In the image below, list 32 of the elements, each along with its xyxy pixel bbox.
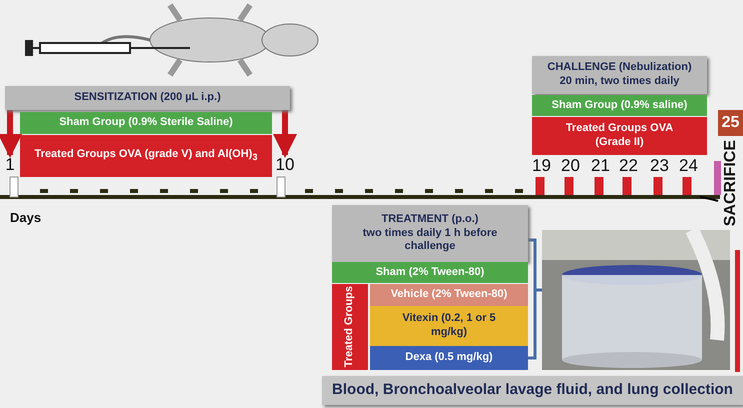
photo	[542, 230, 730, 370]
axis-title: Days	[10, 210, 42, 225]
group-box: Sham (2% Tween-80)	[332, 262, 528, 283]
arrow	[273, 110, 297, 158]
group-box: Vehicle (2% Tween-80)	[370, 284, 528, 306]
stage-detail: 20 min, two times daily	[560, 75, 680, 89]
day-number: 19	[532, 156, 551, 176]
collection-box: Blood, Bronchoalveolar lavage fluid, and lung collection	[322, 376, 743, 405]
stage-header-box	[532, 56, 707, 94]
group-box: Vitexin (0.2, 1 or 5 mg/kg)	[370, 306, 528, 346]
day-number: 20	[561, 156, 580, 176]
day-number: 22	[619, 156, 638, 176]
group-box: Treated Groups	[332, 284, 368, 370]
group-box: Dexa (0.5 mg/kg)	[370, 346, 528, 370]
stage-title: CHALLENGE (Nebulization)	[547, 61, 692, 75]
stage-title: TREATMENT (p.o.)	[382, 212, 478, 227]
group-box: Treated Groups OVA (grade V) and Al(OH)$_{3}$	[20, 135, 272, 177]
day-number: 21	[591, 156, 610, 176]
day-number: 10	[274, 155, 296, 175]
day-number: 24	[679, 156, 698, 176]
bracket-connector	[528, 288, 542, 360]
arrow	[0, 110, 22, 158]
group-box: Sham Group (0.9% Sterile Saline)	[20, 112, 272, 134]
stage-detail: two times daily 1 h before challenge	[362, 226, 498, 254]
day-number: 23	[650, 156, 669, 176]
stage-header-box	[332, 205, 528, 262]
group-box: Sham Group (0.9% saline)	[532, 95, 707, 116]
day-number: 1	[4, 155, 16, 175]
stage-label: SACRIFICE	[722, 140, 740, 226]
group-box: Treated Groups OVA (Grade II)	[532, 117, 707, 155]
day-box: 25	[718, 110, 743, 136]
stage-header-box: SENSITIZATION (200 µL i.p.)	[5, 86, 290, 110]
